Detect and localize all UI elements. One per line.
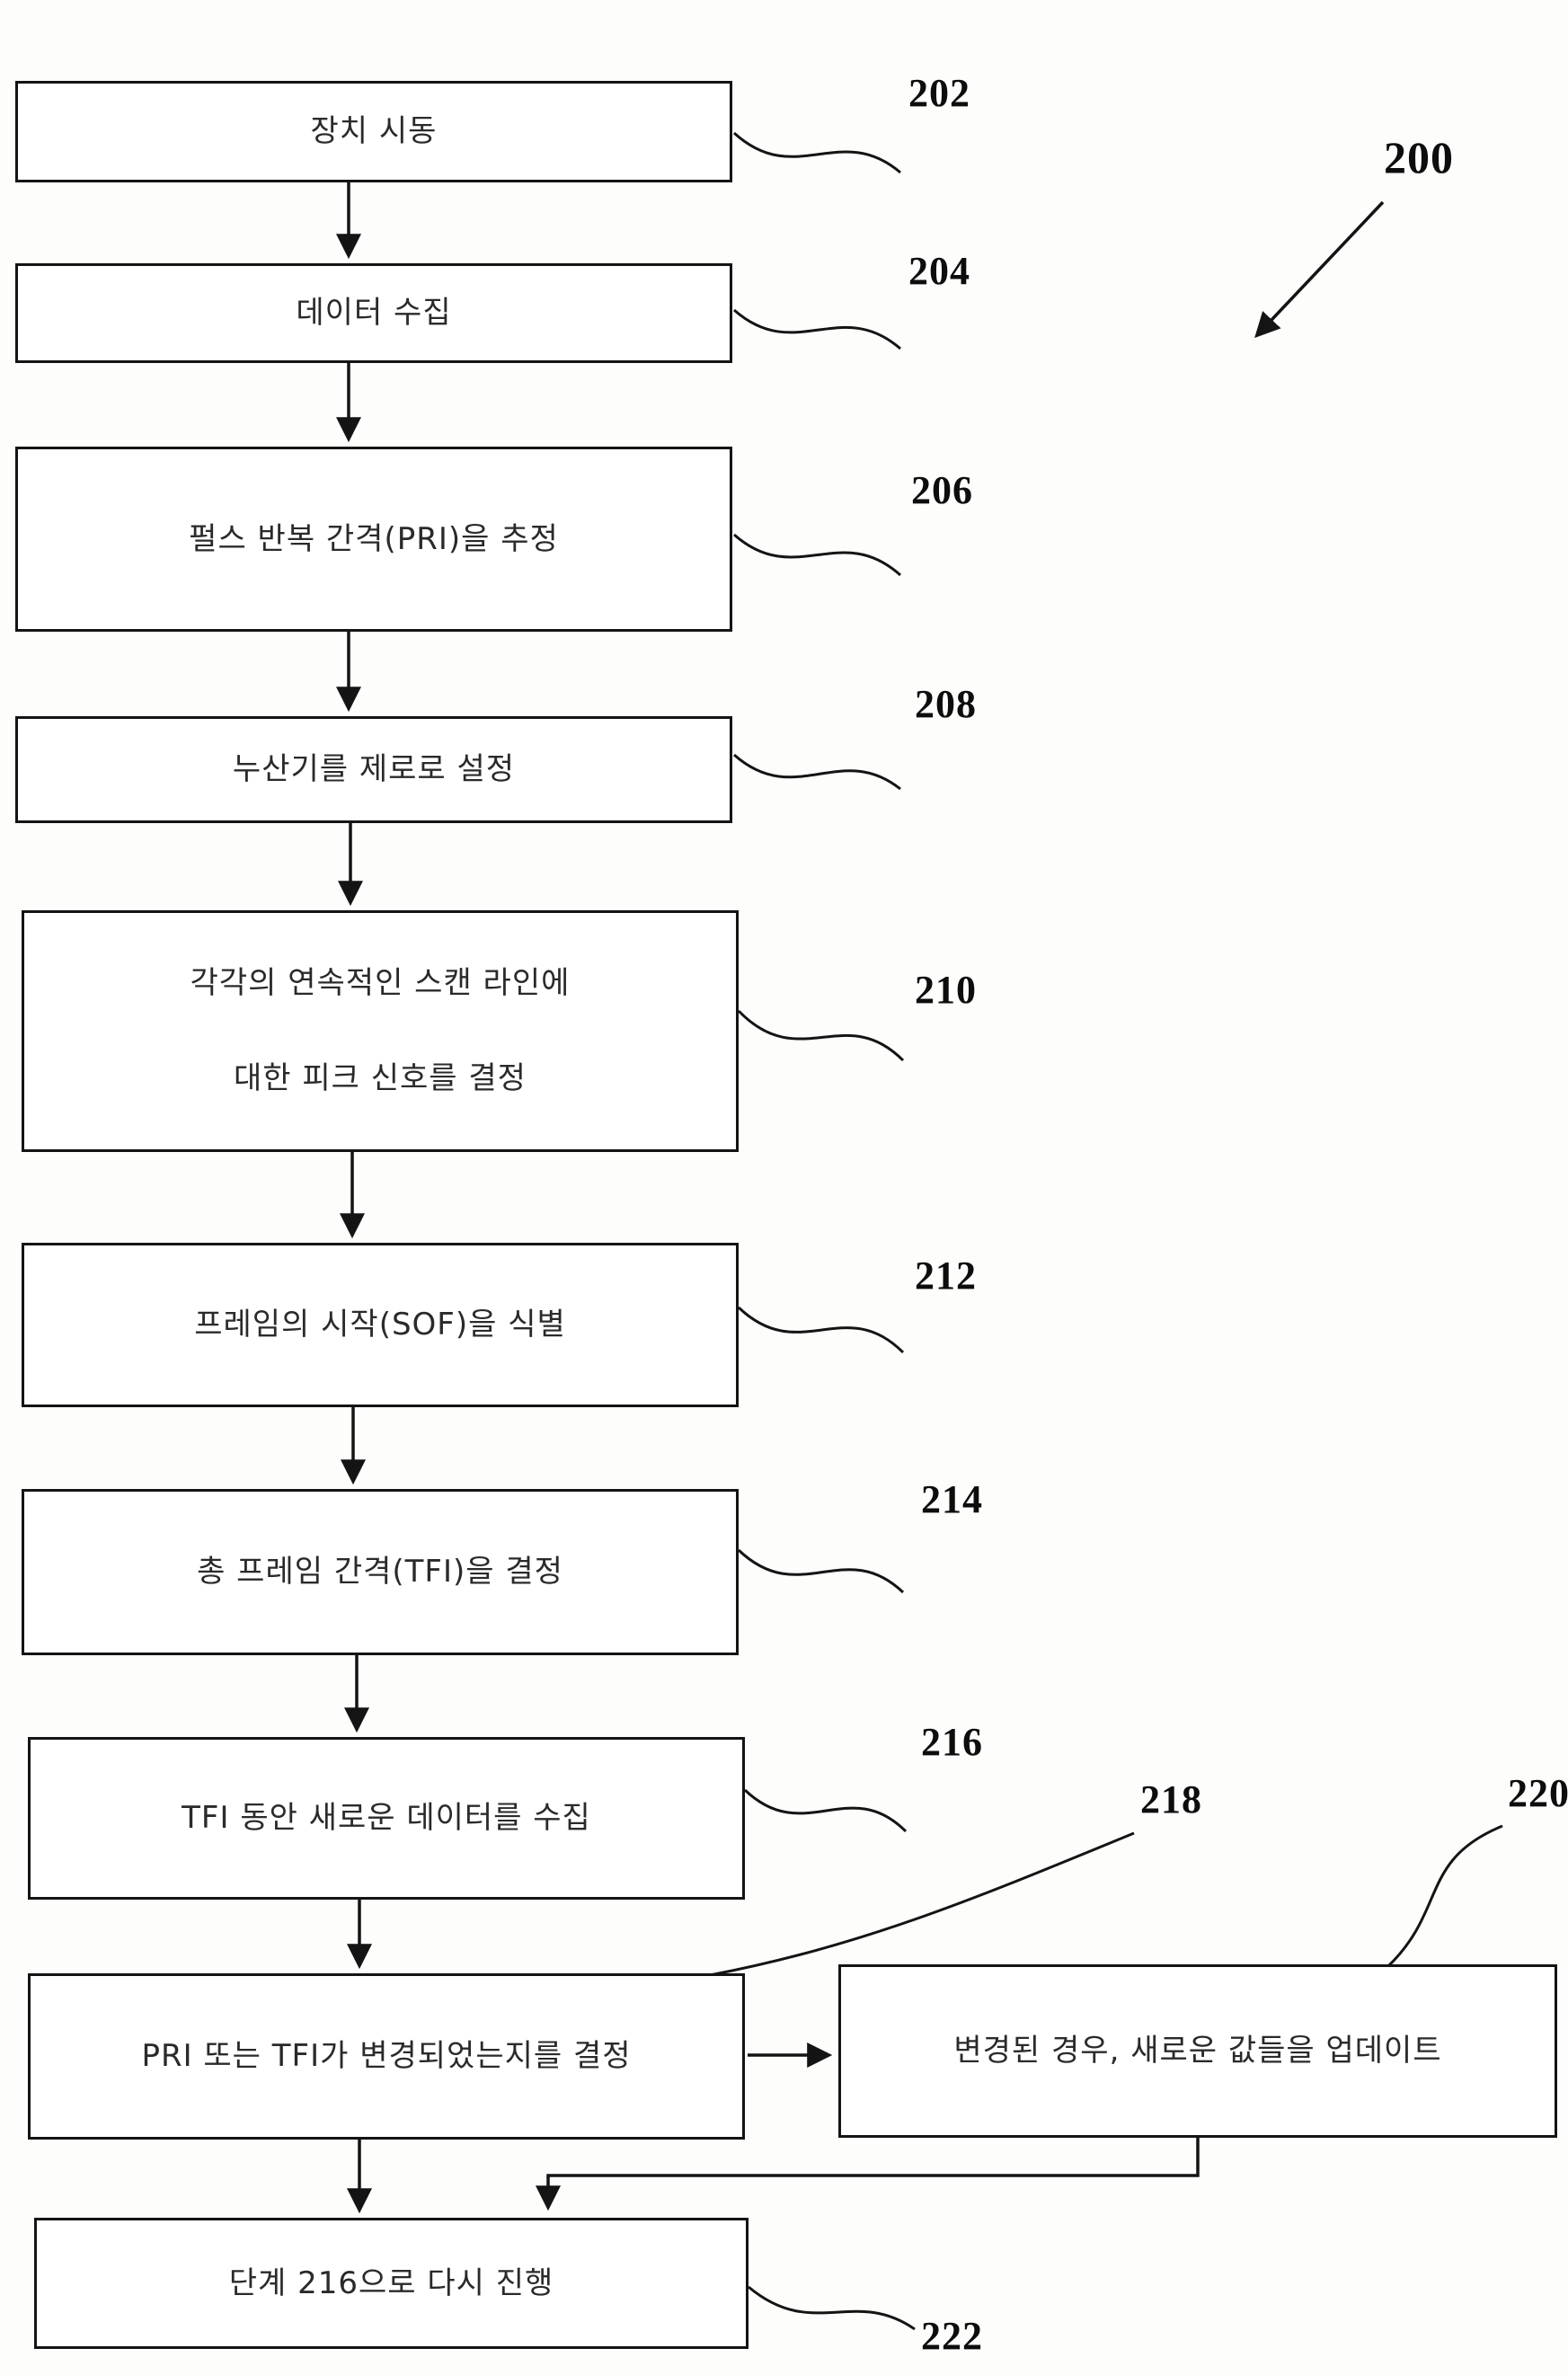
ref-number-202: 202 <box>908 71 970 115</box>
leader-214 <box>737 1548 905 1594</box>
leader-206 <box>733 533 901 577</box>
leader-218 <box>709 1831 1135 1977</box>
step-label-216: TFI 동안 새로운 데이터를 수집 <box>182 1800 591 1837</box>
step-label-208: 누산기를 제로로 설정 <box>232 751 516 788</box>
leader-202 <box>732 131 901 174</box>
step-label-212: 프레임의 시작(SOF)을 식별 <box>194 1307 566 1343</box>
step-box-210: 각각의 연속적인 스캔 라인에 대한 피크 신호를 결정 <box>22 910 739 1152</box>
step-label-220: 변경된 경우, 새로운 값들을 업데이트 <box>953 2033 1442 2069</box>
leader-216 <box>743 1788 908 1833</box>
step-label-202: 장치 시동 <box>310 113 438 150</box>
step-box-222: 단계 216으로 다시 진행 <box>34 2218 749 2349</box>
arrow-220-222 <box>536 2138 1200 2211</box>
leader-220 <box>1386 1824 1503 1968</box>
step-label-210: 각각의 연속적인 스캔 라인에 대한 피크 신호를 결정 <box>190 965 571 1096</box>
step-box-206: 펄스 반복 간격(PRI)을 추정 <box>15 447 732 632</box>
step-box-212: 프레임의 시작(SOF)을 식별 <box>22 1243 739 1407</box>
leader-222 <box>748 2285 916 2331</box>
ref-number-216: 216 <box>921 1720 983 1764</box>
step-box-220: 변경된 경우, 새로운 값들을 업데이트 <box>838 1964 1557 2138</box>
ref-number-214: 214 <box>921 1477 983 1521</box>
leader-210 <box>737 1009 905 1062</box>
ref-number-210: 210 <box>915 968 977 1012</box>
ref-number-220: 220 <box>1508 1771 1568 1815</box>
leader-212 <box>737 1306 905 1354</box>
ref-number-212: 212 <box>915 1254 977 1298</box>
step-box-218: PRI 또는 TFI가 변경되었는지를 결정 <box>28 1973 745 2140</box>
ref-number-222: 222 <box>921 2314 983 2358</box>
ref-number-204: 204 <box>908 249 970 293</box>
step-label-222: 단계 216으로 다시 진행 <box>228 2264 554 2301</box>
step-label-206: 펄스 반복 간격(PRI)을 추정 <box>189 520 559 557</box>
ref-number-218: 218 <box>1140 1777 1202 1821</box>
ref-number-206: 206 <box>911 468 973 512</box>
step-label-218: PRI 또는 TFI가 변경되었는지를 결정 <box>141 2038 632 2075</box>
step-box-214: 총 프레임 간격(TFI)을 결정 <box>22 1489 739 1655</box>
step-label-214: 총 프레임 간격(TFI)을 결정 <box>197 1554 563 1591</box>
step-label-204: 데이터 수집 <box>296 295 452 332</box>
leader-208 <box>733 753 901 791</box>
figure-reference-number: 200 <box>1384 132 1454 182</box>
step-box-216: TFI 동안 새로운 데이터를 수집 <box>28 1737 745 1900</box>
leader-204 <box>733 308 901 350</box>
step-box-208: 누산기를 제로로 설정 <box>15 716 732 823</box>
step-box-202: 장치 시동 <box>15 81 732 182</box>
step-box-204: 데이터 수집 <box>15 263 732 363</box>
ref-number-208: 208 <box>915 682 977 726</box>
figure-reference-arrow <box>1254 200 1385 339</box>
